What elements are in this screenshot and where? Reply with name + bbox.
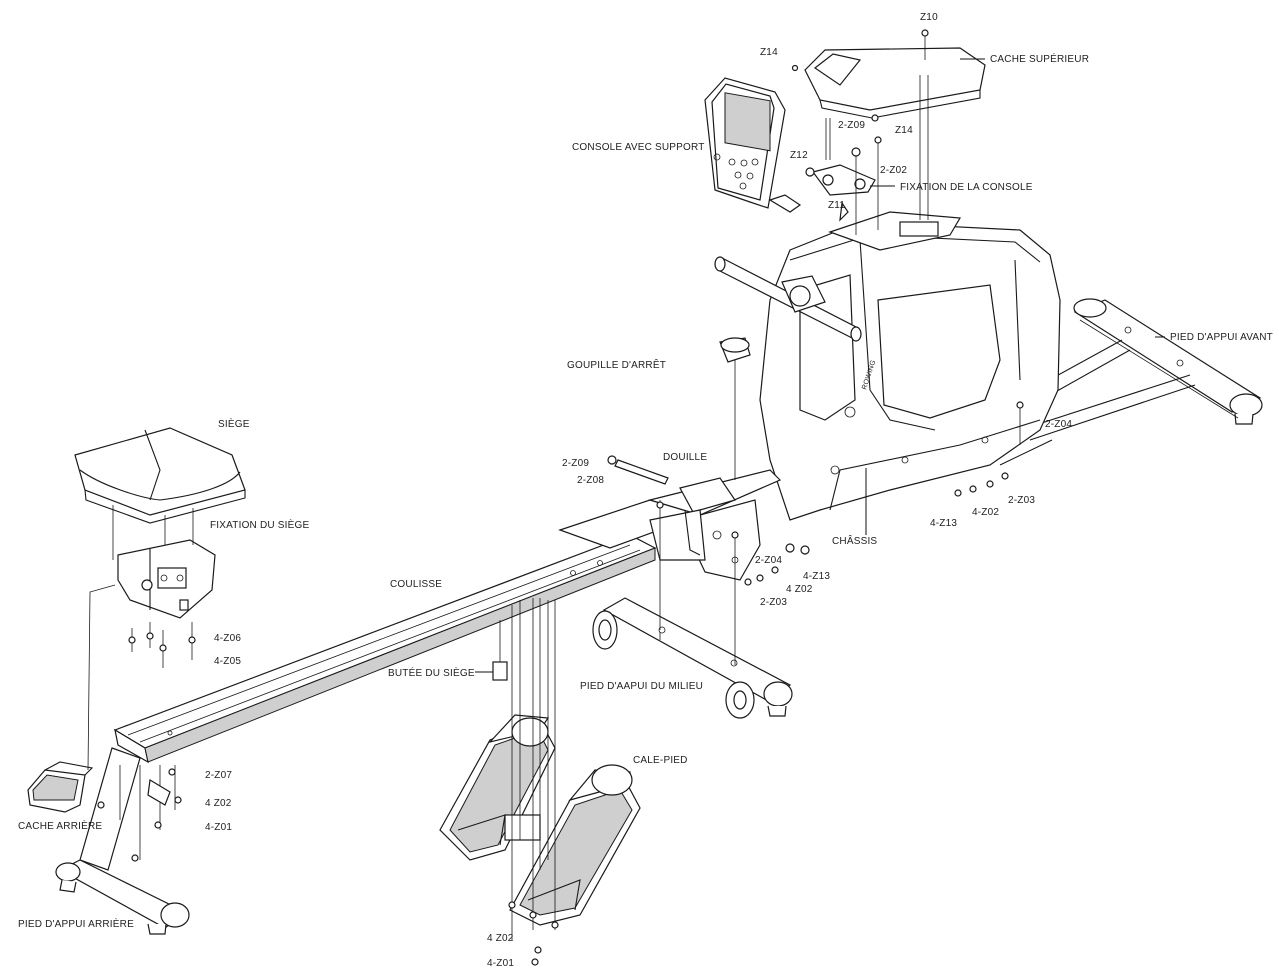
label-z2-z04-right: 2-Z04 (1045, 419, 1072, 430)
label-z2-z02-top: 2-Z02 (880, 165, 907, 176)
label-fixation-siege: FIXATION DU SIÈGE (210, 518, 309, 531)
slide-rail (113, 534, 657, 764)
seat-bracket (117, 539, 216, 619)
middle-foot (592, 597, 793, 719)
label-z2-z08: 2-Z08 (577, 475, 604, 486)
label-z4-z01-bottom: 4-Z01 (487, 958, 514, 969)
front-foot (1073, 298, 1263, 425)
seat-stop (492, 620, 508, 681)
label-z4-z01-rear: 4-Z01 (205, 822, 232, 833)
label-z14-top: Z14 (760, 47, 778, 58)
label-z2-z03-mid: 2-Z03 (760, 597, 787, 608)
label-z4-z05: 4-Z05 (214, 656, 241, 667)
mid-screws (656, 401, 1024, 665)
label-butee: BUTÉE DU SIÈGE (388, 666, 475, 679)
label-z10: Z10 (920, 12, 938, 23)
console (704, 77, 802, 213)
label-z2-z04-mid: 2-Z04 (755, 555, 782, 566)
part-labels: Z10 CACHE SUPÉRIEUR Z14 Z14 CONSOLE AVEC… (18, 12, 1273, 969)
footrest-right (504, 764, 641, 926)
chassis-body: ROWING (759, 221, 1061, 521)
seat-assembly-lines (87, 505, 194, 771)
label-z12: Z12 (790, 150, 808, 161)
label-z4-z02-right: 4-Z02 (972, 507, 999, 518)
socket (607, 455, 669, 485)
label-z4-z13-mid: 4-Z13 (803, 571, 830, 582)
label-z11: Z11 (828, 200, 845, 211)
top-plate (828, 211, 961, 251)
label-z4-z02-rear: 4 Z02 (205, 798, 232, 809)
rear-foot (55, 747, 190, 935)
label-z14-right: Z14 (895, 125, 913, 136)
label-cache-superieur: CACHE SUPÉRIEUR (990, 52, 1089, 65)
rear-screws (97, 765, 182, 862)
footrest-assembly-lines (508, 598, 559, 966)
console-fixation (805, 118, 882, 235)
label-console: CONSOLE AVEC SUPPORT (572, 142, 705, 153)
label-goupille: GOUPILLE D'ARRÊT (567, 358, 666, 371)
label-z4-z13-right: 4-Z13 (930, 518, 957, 529)
handle-bar (714, 256, 862, 342)
label-pied-avant: PIED D'APPUI AVANT (1170, 332, 1273, 343)
seat-screws (128, 622, 196, 668)
label-z2-z09-top: 2-Z09 (838, 120, 865, 131)
label-z4-z02-mid: 4 Z02 (786, 584, 813, 595)
label-fixation-console: FIXATION DE LA CONSOLE (900, 182, 1033, 193)
label-douille: DOUILLE (663, 452, 707, 463)
label-z2-z07: 2-Z07 (205, 770, 232, 781)
label-pied-arriere: PIED D'APPUI ARRIÈRE (18, 917, 134, 930)
leader-lines (475, 58, 1165, 673)
label-cache-arriere: CACHE ARRIÈRE (18, 819, 102, 832)
seat (74, 427, 246, 524)
lock-pin (719, 337, 751, 480)
label-coulisse: COULISSE (390, 579, 442, 590)
label-z4-z02-bottom: 4 Z02 (487, 933, 514, 944)
label-z4-z06: 4-Z06 (214, 633, 241, 644)
rail-connector (558, 469, 782, 581)
label-cale-pied: CALE-PIED (633, 755, 688, 766)
label-z2-z09-mid: 2-Z09 (562, 458, 589, 469)
top-cover (791, 29, 986, 220)
label-siege: SIÈGE (218, 417, 250, 430)
rear-cap (27, 761, 94, 813)
label-pied-milieu: PIED D'AAPUI DU MILIEU (580, 681, 703, 692)
label-z2-z03-right: 2-Z03 (1008, 495, 1035, 506)
label-chassis: CHÂSSIS (832, 534, 877, 547)
